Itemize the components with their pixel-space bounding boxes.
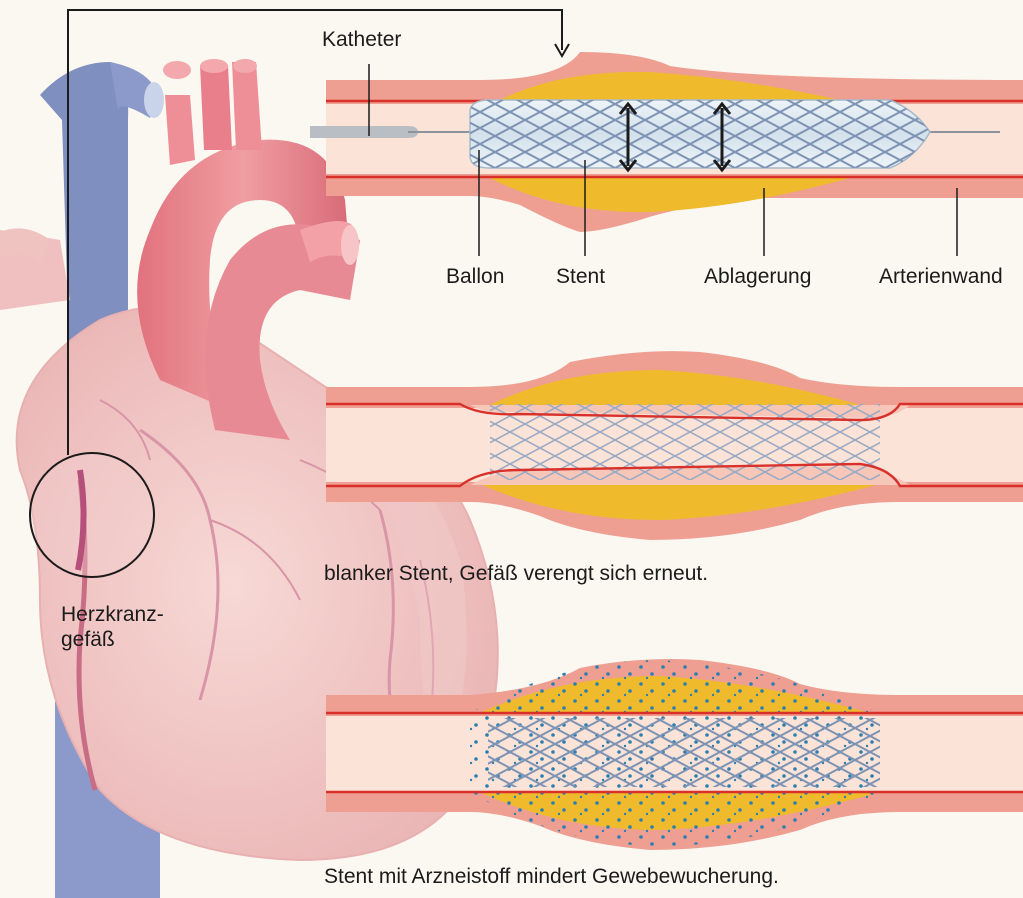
stent-mesh-1	[470, 100, 930, 168]
coronary-magnifier-circle	[30, 453, 154, 577]
coronary-vessel-label-line1: Herzkranz-	[61, 603, 164, 627]
artery-wall-label: Arterienwand	[879, 265, 1003, 289]
plaque-label: Ablagerung	[704, 265, 811, 289]
bare-stent-caption: blanker Stent, Gefäß verengt sich erneut…	[324, 562, 708, 586]
panel-balloon-stent	[310, 52, 1023, 256]
stent-label: Stent	[556, 265, 605, 289]
balloon-label: Ballon	[446, 265, 504, 289]
catheter-label: Katheter	[322, 28, 401, 52]
drug-stent-caption: Stent mit Arzneistoff mindert Gewebewuch…	[324, 865, 779, 889]
coronary-vessel-label-line2: gefäß	[61, 628, 115, 652]
stent-mesh-3	[488, 718, 880, 788]
catheter	[310, 126, 418, 138]
